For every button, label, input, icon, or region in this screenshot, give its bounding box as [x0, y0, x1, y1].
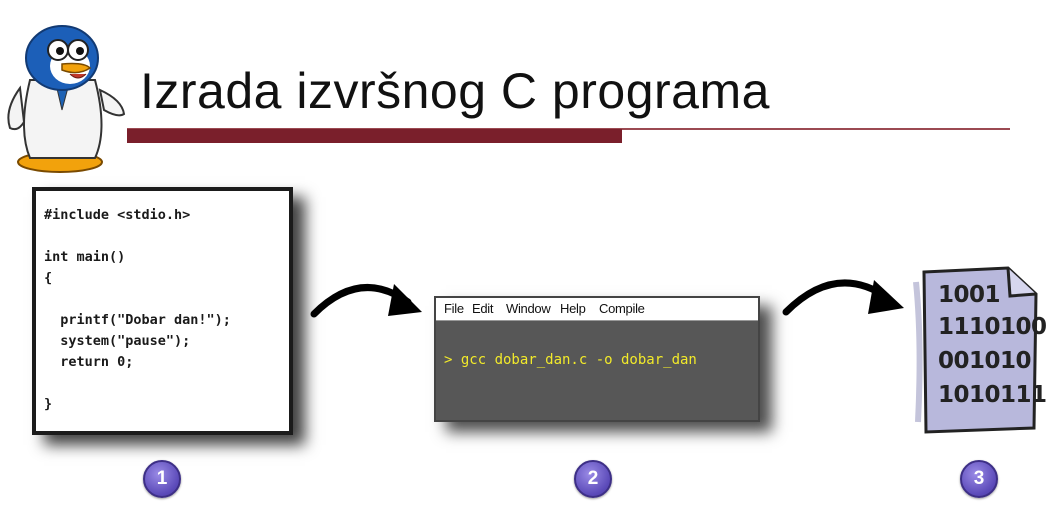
- code-line: }: [44, 396, 53, 412]
- menu-item-window[interactable]: Window: [506, 301, 551, 316]
- code-line: int main(): [44, 249, 126, 265]
- page-title: Izrada izvršnog C programa: [140, 63, 770, 119]
- penguin-scientist-icon: [7, 25, 126, 173]
- code-line: {: [44, 270, 53, 286]
- executable-file: 1001 1110100 001010 1010111: [912, 262, 1047, 437]
- code-line: printf("Dobar dan!");: [44, 312, 231, 328]
- curved-arrow-icon: [782, 279, 904, 316]
- binary-line: 1110100: [938, 314, 1047, 340]
- menu-item-edit[interactable]: Edit: [472, 301, 494, 316]
- curved-arrow-icon: [310, 284, 422, 318]
- menu-item-help[interactable]: Help: [560, 301, 586, 316]
- title-underline-thick: [127, 129, 622, 143]
- terminal-window: File Edit Window Help Compile > gcc doba…: [434, 296, 760, 422]
- binary-line: 1001: [938, 282, 1001, 308]
- terminal-menubar: File Edit Window Help Compile: [436, 298, 758, 321]
- source-code-panel: #include <stdio.h> int main() { printf("…: [32, 187, 293, 435]
- binary-line: 1010111: [938, 382, 1047, 408]
- code-line: system("pause");: [44, 333, 191, 349]
- binary-file-icon: [913, 266, 1038, 434]
- step-badge-1: 1: [143, 460, 181, 498]
- terminal-command: > gcc dobar_dan.c -o dobar_dan: [444, 352, 697, 368]
- menu-item-compile[interactable]: Compile: [599, 301, 645, 316]
- code-line: return 0;: [44, 354, 134, 370]
- binary-line: 001010: [938, 348, 1032, 374]
- code-line: #include <stdio.h>: [44, 207, 191, 223]
- step-badge-2: 2: [574, 460, 612, 498]
- step-badge-3: 3: [960, 460, 998, 498]
- menu-item-file[interactable]: File: [444, 301, 464, 316]
